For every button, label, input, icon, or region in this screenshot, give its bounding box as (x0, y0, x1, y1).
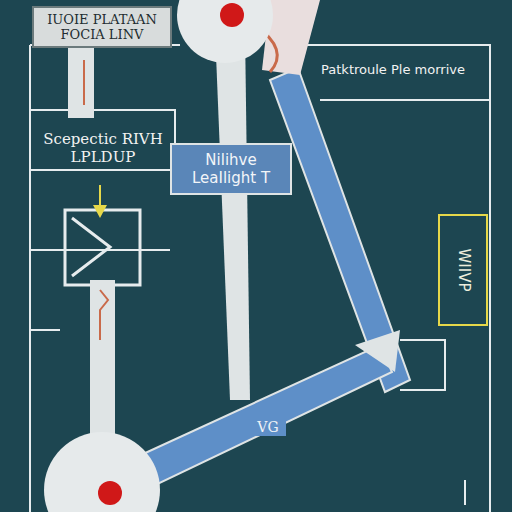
frame-line (30, 110, 175, 170)
upper-beam (270, 68, 410, 392)
top-joint (177, 0, 273, 63)
lower-beam (130, 345, 392, 490)
beam-label: VG (250, 418, 286, 436)
node-text: IUOIE PLATAAN FOCIA LINV (38, 12, 166, 42)
frame-line (464, 480, 466, 505)
post (68, 48, 94, 118)
red-dot (220, 3, 244, 27)
node-text: WIIVP (454, 249, 472, 292)
section-label: Scepectic RIVH LPLDUP (34, 130, 172, 166)
process-box: Nilihve LeaIlight T (170, 143, 292, 195)
joint (355, 330, 400, 372)
pointer-head (93, 205, 107, 218)
node-text: Nilihve LeaIlight T (176, 151, 286, 187)
base-joint (44, 432, 160, 512)
title-box: IUOIE PLATAAN FOCIA LINV (32, 6, 172, 48)
rotated-box: WIIVP (438, 214, 488, 326)
note-label: Patktroule Ple morrive (318, 62, 468, 77)
post-mark (83, 60, 85, 105)
symbol-box (65, 210, 140, 285)
red-dot (98, 481, 122, 505)
pole-mark (100, 290, 108, 340)
chevron-symbol (72, 218, 110, 276)
upper-pole (215, 30, 250, 400)
